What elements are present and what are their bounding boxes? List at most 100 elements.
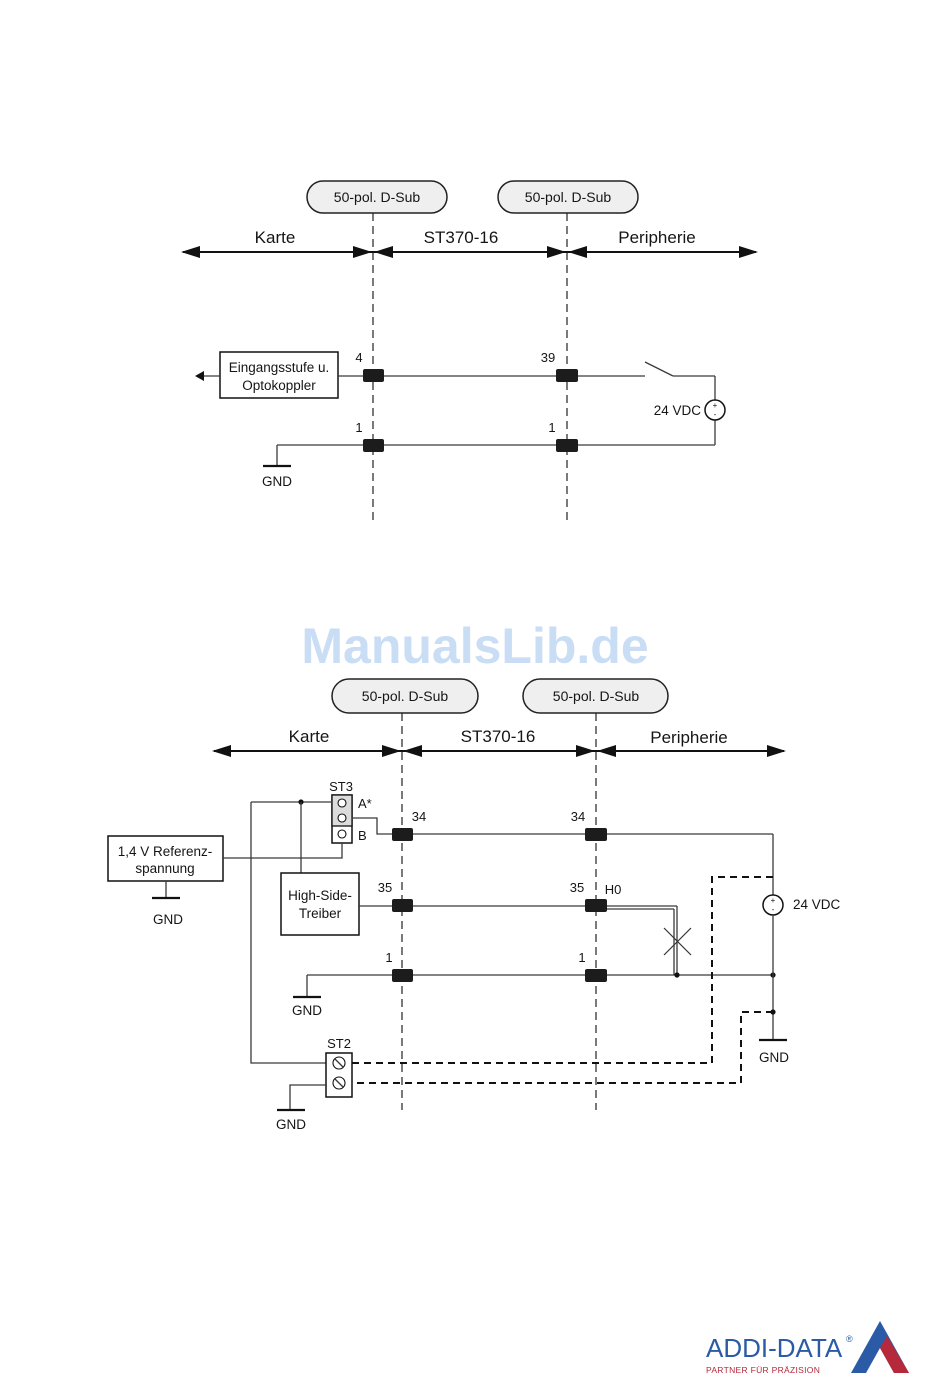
connector-pin-periphery-signal: [556, 369, 578, 382]
ground-line: 1 1 GND: [262, 420, 715, 489]
terminal-st2-label: ST2: [327, 1036, 351, 1051]
periphery-supply: + - 24 VDC GND: [759, 834, 841, 1065]
input-stage-output-arrow: [195, 371, 204, 381]
addi-data-logo: ADDI-DATA ® PARTNER FÜR PRÄZISION: [706, 1321, 909, 1375]
connector-pin-periphery-gnd: [556, 439, 578, 452]
pin-label-card-gnd: 1: [355, 420, 362, 435]
reference-voltage-label-line2: spannung: [135, 861, 194, 876]
input-stage-box: [219, 351, 339, 399]
arrowhead-card-right: [353, 246, 372, 258]
arrowhead-right: [739, 246, 758, 258]
arrowhead-card-right: [382, 745, 401, 757]
connector-pin-periphery-out: [585, 828, 607, 841]
dc-source-minus: -: [772, 905, 775, 914]
logo-registered-mark: ®: [846, 1334, 853, 1344]
zone-label-card: Karte: [255, 228, 296, 247]
input-stage-label-line1: Eingangsstufe u.: [229, 360, 330, 375]
jumper-cap-icon: [331, 794, 353, 827]
connector-pin-card-gnd: [392, 969, 413, 982]
screw-slot: [334, 1078, 344, 1088]
zone-label-periphery: Peripherie: [618, 228, 696, 247]
arrowhead-periphery-left: [568, 246, 587, 258]
arrowhead-left: [212, 745, 231, 757]
arrowhead-cable-right: [576, 745, 595, 757]
dsub-label-left: 50-pol. D-Sub: [334, 189, 421, 205]
output-wire: [352, 817, 773, 835]
jumper-st3: ST3 A* B: [329, 779, 372, 844]
jumper-pos-a-label: A*: [358, 796, 372, 811]
card-ground-label: GND: [292, 1003, 322, 1018]
output-line: 34 34: [352, 809, 773, 841]
pin-label-card-signal: 4: [355, 350, 362, 365]
dc-source-plus: +: [713, 401, 718, 410]
supply-voltage-label: 24 VDC: [793, 897, 841, 912]
high-side-driver-label-line2: Treiber: [299, 906, 342, 921]
pin-label-periphery-h0: 35: [570, 880, 584, 895]
high-side-driver-box: [280, 872, 360, 936]
connector-pin-periphery-h0: [585, 899, 607, 912]
zone-label-periphery: Peripherie: [650, 728, 728, 747]
connector-pin-card-out: [392, 828, 413, 841]
input-stage-block: Eingangsstufe u. Optokoppler: [195, 351, 339, 399]
pin-label-card-gnd: 1: [385, 950, 392, 965]
connector-label-right: 50-pol. D-Sub: [522, 678, 669, 714]
terminal-st2: ST2 GND: [276, 1036, 353, 1132]
arrowhead-cable-right: [547, 246, 566, 258]
dc-source-icon: [704, 399, 726, 421]
arrowhead-right: [767, 745, 786, 757]
h0-line: 35 35 H0: [359, 880, 692, 975]
zone-axis: Karte ST370-16 Peripherie: [212, 727, 786, 757]
zone-label-card: Karte: [289, 727, 330, 746]
driver-supply-rail: [250, 799, 332, 1064]
connector-label-right: 50-pol. D-Sub: [497, 180, 639, 214]
zone-label-cable: ST370-16: [424, 228, 499, 247]
st2-ground-wire: [289, 1084, 326, 1110]
ground-label: GND: [262, 474, 292, 489]
connector-pin-periphery-gnd: [585, 969, 607, 982]
signal-line: 4 39: [338, 350, 716, 445]
optional-wire-ground: [352, 1011, 773, 1084]
pin-label-periphery-signal: 39: [541, 350, 555, 365]
logo-triangle-cutout: [866, 1348, 894, 1373]
dsub-pill-right: [497, 180, 639, 214]
dsub-label-left: 50-pol. D-Sub: [362, 688, 449, 704]
input-stage-label-line2: Optokoppler: [242, 378, 316, 393]
h0-signal-label: H0: [605, 882, 622, 897]
arrowhead-left: [181, 246, 200, 258]
arrowhead-cable-left: [403, 745, 422, 757]
supply-voltage-label: 24 VDC: [654, 403, 702, 418]
high-side-driver-block: High-Side- Treiber: [280, 872, 360, 936]
dsub-label-right: 50-pol. D-Sub: [553, 688, 640, 704]
jumper-pos-b-label: B: [358, 828, 367, 843]
junction-dot: [674, 972, 680, 978]
watermark: ManualsLib.de: [301, 618, 648, 674]
logo-tagline: PARTNER FÜR PRÄZISION: [706, 1365, 820, 1375]
jumper-pin-icon: [337, 829, 347, 839]
pin-label-card-h0: 35: [378, 880, 392, 895]
pin-label-periphery-gnd: 1: [578, 950, 585, 965]
connector-pin-card-h0: [392, 899, 413, 912]
connector-label-left: 50-pol. D-Sub: [331, 678, 479, 714]
rail-to-st2-wire: [250, 802, 326, 1064]
ground-line: 1 1 GND: [292, 950, 776, 1018]
not-connected-cross-icon: [663, 927, 692, 956]
connector-pin-card-gnd: [363, 439, 384, 452]
periphery-ground-label: GND: [759, 1050, 789, 1065]
dsub-pill-left: [331, 678, 479, 714]
optional-wire-supply: [352, 876, 773, 1064]
reference-voltage-label-line1: 1,4 V Referenz-: [118, 844, 213, 859]
connector-label-left: 50-pol. D-Sub: [306, 180, 448, 214]
logo-triangle-accent-icon: [880, 1336, 909, 1373]
pin-label-periphery-gnd: 1: [548, 420, 555, 435]
high-side-driver-label-line1: High-Side-: [288, 888, 352, 903]
zone-axis: Karte ST370-16 Peripherie: [181, 228, 758, 258]
jumper-pin-icon: [337, 798, 347, 808]
dsub-label-right: 50-pol. D-Sub: [525, 189, 612, 205]
jumper-pin-icon: [337, 813, 347, 823]
logo-name: ADDI-DATA: [706, 1333, 843, 1363]
pin-label-card-out: 34: [412, 809, 426, 824]
reference-wire: [223, 843, 343, 859]
dsub-pill-left: [306, 180, 448, 214]
dc-source-plus: +: [771, 896, 776, 905]
